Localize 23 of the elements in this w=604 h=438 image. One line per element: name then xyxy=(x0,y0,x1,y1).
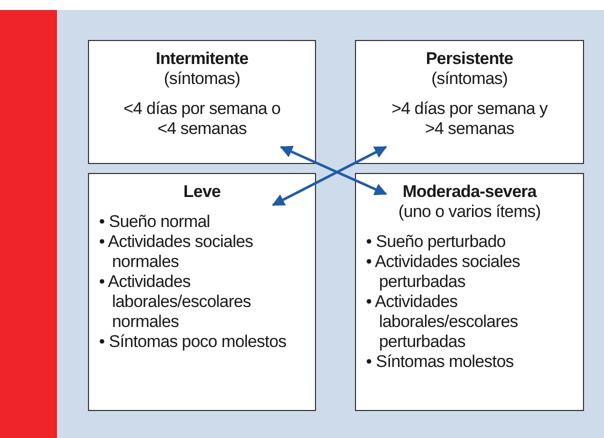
bullet-item: • Actividades sociales perturbadas xyxy=(366,252,522,292)
category-box xyxy=(355,173,584,411)
bullet-item: • Síntomas molestos xyxy=(366,352,515,372)
category-box xyxy=(88,40,316,164)
bullet-item: • Actividades laborales/escolares perturbadas xyxy=(366,292,519,352)
box-text: >4 días por semana y >4 semanas xyxy=(390,99,549,139)
box-title: Leve xyxy=(183,182,221,202)
box-title: Persistente xyxy=(426,49,514,69)
bullet-item: • Actividades laborales/escolares normales xyxy=(99,272,252,332)
bullet-item: • Síntomas poco molestos xyxy=(99,332,288,352)
bullet-item: • Sueño normal xyxy=(99,212,211,232)
box-subtitle: (síntomas) xyxy=(164,69,240,89)
category-box xyxy=(355,40,584,164)
category-box xyxy=(88,173,316,411)
double-arrow xyxy=(272,146,388,206)
double-arrow xyxy=(280,146,388,196)
box-title: Intermitente xyxy=(156,49,248,69)
box-subtitle: (uno o varios ítems) xyxy=(398,202,541,222)
bullet-item: • Sueño perturbado xyxy=(366,232,507,252)
box-subtitle: (síntomas) xyxy=(431,69,508,89)
box-title: Moderada-severa xyxy=(402,182,536,202)
bullet-item: • Actividades sociales normales xyxy=(99,232,254,272)
box-text: <4 días por semana o <4 semanas xyxy=(122,99,282,139)
